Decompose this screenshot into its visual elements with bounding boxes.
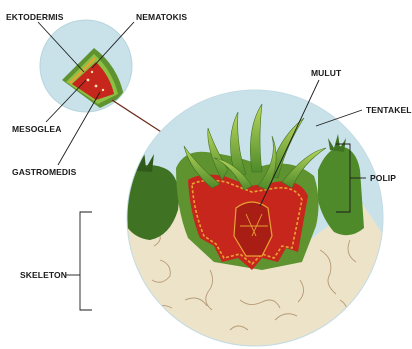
magnified-inset — [40, 20, 132, 112]
label-mesoglea: MESOGLEA — [12, 124, 61, 134]
label-gastromedis: GASTROMEDIS — [12, 167, 76, 177]
label-skeleton: SKELETON — [20, 270, 67, 280]
label-ektodermis: EKTODERMIS — [6, 12, 64, 22]
main-circle — [100, 90, 400, 349]
label-mulut: MULUT — [311, 68, 341, 78]
label-tentakel: TENTAKEL — [366, 105, 412, 115]
label-polip: POLIP — [370, 173, 396, 183]
label-nematokis: NEMATOKIS — [136, 12, 187, 22]
